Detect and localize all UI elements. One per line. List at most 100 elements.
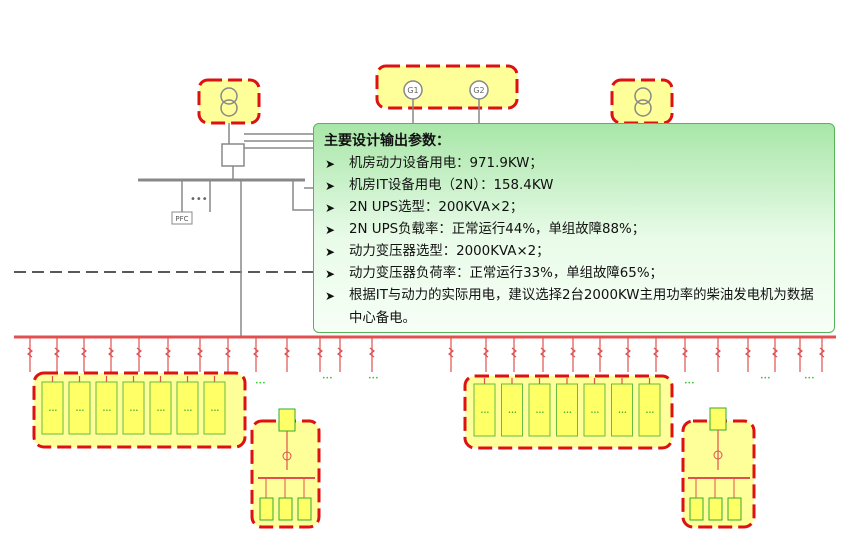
parameter-item: ➤ 机房动力设备用电：971.9KW； <box>324 153 824 175</box>
parameter-text: 动力变压器选型：2000KVA×2； <box>349 244 550 259</box>
load-marker: ••• <box>684 380 695 387</box>
parameter-text: 机房动力设备用电：971.9KW； <box>349 156 543 171</box>
load-marker: ••• <box>368 375 379 382</box>
svg-text:•••: ••• <box>103 408 112 414</box>
wiring <box>138 133 313 336</box>
sub-cell <box>297 478 312 521</box>
feeder-branch <box>819 337 825 372</box>
transformer-1-group <box>197 78 261 180</box>
svg-text:•••: ••• <box>760 375 771 382</box>
feeder-branch <box>597 337 603 372</box>
right-sub-group <box>681 407 756 529</box>
feeder-branch <box>337 337 343 372</box>
feeder-branch <box>511 337 517 372</box>
transformer-icon <box>634 87 652 117</box>
right-ups-group: ••• ••• ••• ••• ••• ••• ••• <box>463 374 674 450</box>
svg-text:•••: ••• <box>184 408 193 414</box>
feeder-branch <box>772 337 778 372</box>
arrowhead-bullet-icon: ➤ <box>325 157 336 171</box>
sub-cell <box>259 478 274 521</box>
left-ups-group: ••••••••••••••••••••• <box>32 371 247 449</box>
sub-cell <box>689 478 704 521</box>
parameter-text: 根据IT与动力的实际用电，建议选择2台2000KW主用功率的柴油发电机为数据中心… <box>349 288 814 326</box>
ups-cell: ••• <box>501 378 523 437</box>
generator-g2-icon: G2 <box>469 80 489 100</box>
ups-cell: ••• <box>583 378 606 437</box>
feeder-branch <box>745 337 751 372</box>
arrowhead-bullet-icon: ➤ <box>325 201 336 215</box>
parameter-text: 2N UPS选型：200KVA×2； <box>349 200 524 215</box>
ups-cell: ••• <box>149 376 172 435</box>
feeder-branch <box>197 337 203 372</box>
parameter-item: ➤ 2N UPS选型：200KVA×2； <box>324 197 824 219</box>
parameter-text: 动力变压器负荷率：正常运行33%，单组故障65%； <box>349 266 663 281</box>
parameter-item: ➤ 动力变压器负荷率：正常运行33%，单组故障65%； <box>324 263 824 285</box>
svg-text:•••: ••• <box>591 410 600 416</box>
svg-text:•••: ••• <box>646 410 655 416</box>
sub-cell <box>727 478 742 521</box>
ups-cells: ••• ••• ••• ••• ••• ••• ••• <box>473 378 661 437</box>
feeder-branch <box>108 337 114 372</box>
svg-text:•••: ••• <box>322 375 333 382</box>
callout-title: 主要设计输出参数： <box>324 133 450 149</box>
feeder-branch <box>653 337 659 372</box>
feeder-branch <box>625 337 631 372</box>
feeder-branch <box>715 337 721 372</box>
feeder-branch <box>54 337 60 372</box>
ups-cell: ••• <box>611 378 633 437</box>
ups-cells: ••••••••••••••••••••• <box>41 376 226 435</box>
breaker-box <box>221 143 245 167</box>
ups-cell: ••• <box>638 378 661 437</box>
design-parameters-callout: 主要设计输出参数： ➤ 机房动力设备用电：971.9KW； ➤ 机房IT设备用电（2… <box>313 123 835 333</box>
sub-cell <box>708 478 723 521</box>
parameter-item: ➤ 机房IT设备用电（2N）：158.4KW <box>324 175 824 197</box>
green-load-markers: ••• ••• ••• ••• ••• ••• <box>255 375 815 387</box>
svg-text:•••: ••• <box>76 408 85 414</box>
svg-text:•••: ••• <box>255 380 266 387</box>
svg-text:•••: ••• <box>190 194 208 205</box>
svg-text:•••: ••• <box>536 410 545 416</box>
feeder-branch <box>797 337 803 372</box>
ups-cell: ••• <box>122 376 145 435</box>
load-marker: ••• <box>804 375 815 382</box>
parameter-list: ➤ 机房动力设备用电：971.9KW； ➤ 机房IT设备用电（2N）：158.4KW… <box>324 153 824 330</box>
svg-text:•••: ••• <box>804 375 815 382</box>
left-sub-group <box>250 408 321 529</box>
parameter-item: ➤动力变压器选型：2000KVA×2； <box>324 241 824 263</box>
svg-text:•••: ••• <box>368 375 379 382</box>
svg-text:•••: ••• <box>563 410 572 416</box>
parameter-item: ➤ 根据IT与动力的实际用电，建议选择2台2000KW主用功率的柴油发电机为数据中… <box>324 285 824 330</box>
feeder-branch <box>317 337 323 372</box>
feeder-branch <box>369 337 375 372</box>
feeder-branch <box>225 337 231 372</box>
generator-group: G1 G2 <box>375 64 519 123</box>
load-marker: ••• <box>322 375 333 382</box>
feeder-branch <box>284 337 290 372</box>
svg-text:•••: ••• <box>157 408 166 414</box>
ups-cell: ••• <box>176 376 199 435</box>
arrowhead-bullet-icon: ➤ <box>325 289 336 303</box>
feeder-branch <box>540 337 546 372</box>
svg-text:•••: ••• <box>130 408 139 414</box>
feeder-branch <box>136 337 142 372</box>
ups-cell: ••• <box>41 376 64 435</box>
feeder-branch <box>448 337 454 372</box>
svg-text:•••: ••• <box>684 380 695 387</box>
pfc-box: PFC <box>171 211 193 225</box>
feeder-branch <box>253 337 259 372</box>
arrowhead-bullet-icon: ➤ <box>325 179 336 193</box>
feeder-branch <box>483 337 489 372</box>
arrowhead-bullet-icon: ➤ <box>325 267 336 281</box>
generator-g1-icon: G1 <box>403 80 423 100</box>
ups-cell: ••• <box>95 376 118 435</box>
pfc-label: PFC <box>175 215 188 223</box>
svg-text:•••: ••• <box>481 410 490 416</box>
parameter-text: 机房IT设备用电（2N）：158.4KW <box>349 178 554 193</box>
transformer-icon <box>220 87 238 117</box>
feeder-branch <box>570 337 576 372</box>
load-marker: ••• <box>760 375 771 382</box>
svg-text:•••: ••• <box>618 410 627 416</box>
g2-label: G2 <box>473 86 484 95</box>
ups-cell: ••• <box>556 378 578 437</box>
